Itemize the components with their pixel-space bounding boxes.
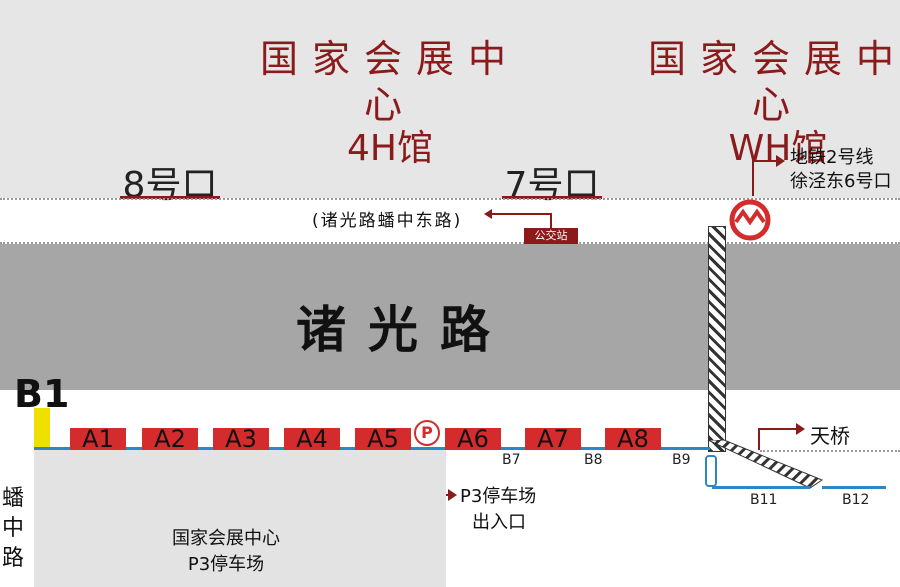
parking-lot-line1: 国家会展中心: [172, 528, 280, 549]
parking-lot-area: [34, 450, 446, 587]
parking-exit-line1: P3停车场: [460, 486, 537, 507]
label-b11: B11: [750, 492, 778, 508]
bus-arrow-head-icon: [484, 209, 492, 219]
parking-exit-label: P3停车场 出入口: [460, 484, 536, 536]
label-b12: B12: [842, 492, 870, 508]
metro-line-name: 地铁2号线: [790, 147, 874, 168]
hall-4h-title: 国家会展中心: [260, 37, 521, 127]
metro-arrow-horizontal: [752, 160, 778, 162]
gate-7-label: 7号口: [504, 165, 600, 206]
parking-arrow-head-icon: [448, 489, 457, 501]
gate-7-line: [502, 196, 602, 199]
metro-arrow-vertical: [752, 160, 754, 196]
parking-lot-line2: P3停车场: [187, 554, 265, 575]
hall-4h-label: 国家会展中心 4H馆: [260, 36, 520, 170]
hall-wh-label: 国家会展中心 WH馆: [648, 36, 900, 170]
booth-a3: A3: [213, 427, 269, 451]
parking-icon: P: [414, 420, 440, 446]
booth-a4: A4: [284, 427, 340, 451]
parking-lot-label: 国家会展中心 P3停车场: [172, 526, 280, 578]
sidewalk-bottom-line: [0, 242, 900, 244]
bridge-label: 天桥: [810, 424, 850, 448]
zhuguang-road: [0, 244, 900, 390]
bus-arrow-horizontal: [490, 213, 552, 215]
bridge-arrow-head-icon: [796, 423, 805, 435]
booth-a8: A8: [605, 427, 661, 451]
sidewalk-top-line: [0, 198, 900, 200]
b1-label: B1: [14, 372, 70, 416]
hall-wh-title: 国家会展中心: [648, 37, 900, 127]
side-road-name: 蟠中路: [2, 486, 25, 571]
metro-arrow-head-icon: [776, 155, 785, 167]
right-line-b12: [822, 486, 886, 489]
bridge-arrow-horizontal: [758, 428, 798, 430]
metro-logo-icon: [729, 199, 771, 241]
exhibition-hall-area: [0, 0, 900, 198]
metro-exit-name: 徐泾东6号口: [790, 171, 892, 192]
booth-a2: A2: [142, 427, 198, 451]
bus-arrow-vertical: [550, 213, 552, 229]
bridge-arrow-vertical: [758, 428, 760, 450]
bus-stop-location: (诸光路蟠中东路): [312, 211, 463, 231]
metro-line-label: 地铁2号线 徐泾东6号口: [790, 146, 891, 194]
label-b8: B8: [584, 452, 603, 468]
footbridge-diagonal: [707, 440, 824, 489]
bridge-dotted-line: [760, 450, 900, 452]
gate-8-label: 8号口: [122, 165, 218, 206]
label-b9: B9: [672, 452, 691, 468]
road-name-label: 诸光路: [296, 301, 512, 359]
label-b7: B7: [502, 452, 521, 468]
booth-a7: A7: [525, 427, 581, 451]
booth-a6: A6: [445, 427, 501, 451]
booth-a1: A1: [70, 427, 126, 451]
parking-exit-line2: 出入口: [472, 512, 526, 533]
booth-a5: A5: [355, 427, 411, 451]
bus-stop-badge: 公交站: [524, 228, 578, 244]
gate-8-line: [120, 196, 220, 199]
side-road-strip: [0, 452, 32, 587]
b9-marker-icon: [705, 455, 717, 487]
b1-corner-marker: [34, 408, 50, 452]
hall-4h-sub: 4H馆: [347, 128, 433, 169]
right-line-b11: [712, 486, 810, 489]
footbridge-vertical: [708, 226, 726, 452]
